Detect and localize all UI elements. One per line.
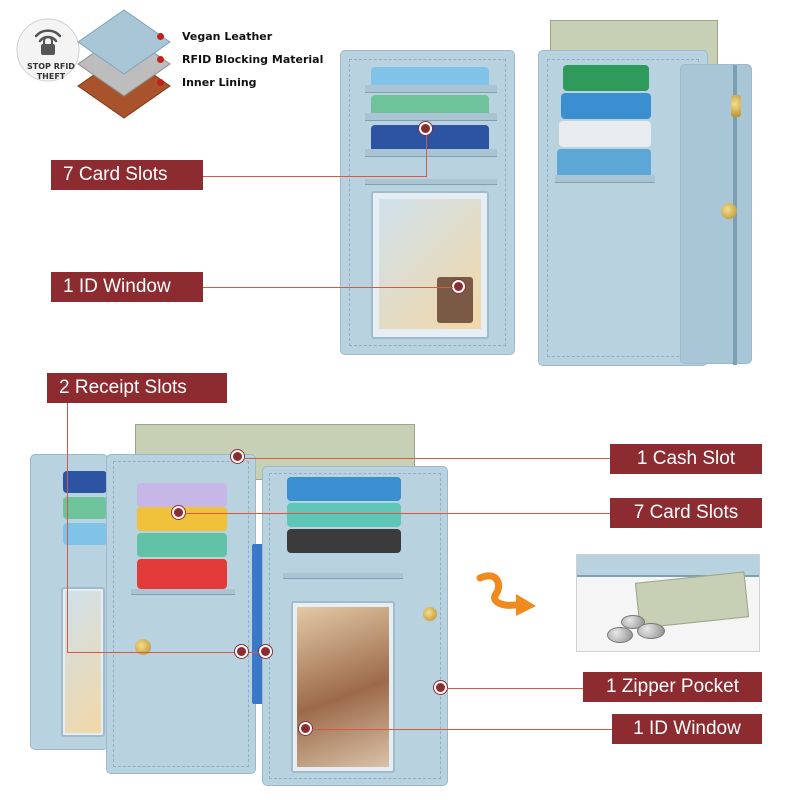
leader-line	[203, 287, 453, 288]
card	[287, 503, 401, 527]
leader-line	[67, 403, 68, 652]
receipt-slot-pin-2	[259, 645, 272, 658]
card	[63, 497, 107, 519]
top-id-window	[371, 191, 489, 339]
arrow-icon	[476, 572, 536, 616]
zipper-pocket-pin	[434, 681, 447, 694]
card-slot	[365, 85, 497, 93]
stitching	[113, 461, 249, 767]
snap-button	[721, 203, 737, 219]
inner-lining-pin	[157, 79, 164, 86]
id-card-image	[65, 591, 101, 733]
card	[371, 95, 489, 117]
card	[137, 483, 227, 507]
inset-zipper	[577, 555, 759, 577]
back-id-window	[61, 587, 105, 737]
leader-line	[447, 688, 583, 689]
rfid-badge-line2: THEFT	[36, 72, 66, 81]
stitching	[349, 59, 506, 346]
leader-line	[185, 513, 610, 514]
bottom-wallet	[30, 424, 460, 794]
receipt-slot-pin-1	[235, 645, 248, 658]
card	[371, 67, 489, 89]
bottom-wallet-back-panel	[30, 454, 108, 750]
leader-line	[312, 729, 612, 730]
receipt-slots-tag: 2 Receipt Slots	[47, 373, 227, 403]
card	[561, 93, 651, 119]
snap-button	[423, 607, 437, 621]
cash-slot-pin	[231, 450, 244, 463]
vegan-leather-pin	[157, 33, 164, 40]
card	[559, 121, 651, 147]
rfid-badge-line1: STOP RFID	[27, 62, 75, 71]
top-wallet-left-panel	[340, 50, 515, 355]
card	[557, 149, 651, 179]
bottom-id-window-tag: 1 ID Window	[612, 714, 762, 744]
rfid-badge-text: STOP RFID THEFT	[16, 62, 86, 82]
bottom-wallet-left-panel	[106, 454, 256, 774]
top-wallet-zipper-side	[680, 64, 752, 365]
rfid-material-label: RFID Blocking Material	[182, 53, 324, 66]
rfid-badge	[16, 18, 80, 82]
zipper-pocket-tag: 1 Zipper Pocket	[583, 672, 762, 702]
receipt-in-slot	[252, 544, 264, 704]
card	[63, 523, 107, 545]
top-id-window-pin	[452, 280, 465, 293]
coin-icon	[607, 627, 633, 643]
bottom-wallet-right-panel	[262, 466, 448, 786]
card-slot	[283, 573, 403, 579]
leader-line	[426, 135, 427, 176]
zipper-pocket-inset	[576, 554, 760, 652]
card	[137, 533, 227, 557]
bottom-card-slots-tag: 7 Card Slots	[610, 498, 762, 528]
snap-button	[135, 639, 151, 655]
top-card-slots-pin	[419, 122, 432, 135]
card	[137, 559, 227, 589]
top-id-window-tag: 1 ID Window	[51, 272, 203, 302]
card-slot	[365, 149, 497, 157]
leader-line	[203, 176, 427, 177]
bottom-card-slots-pin	[172, 506, 185, 519]
vegan-leather-label: Vegan Leather	[182, 30, 273, 43]
card	[563, 65, 649, 91]
bottom-id-window	[291, 601, 395, 773]
vegan-leather-layer	[77, 9, 171, 75]
stitching	[269, 473, 441, 779]
card	[287, 477, 401, 501]
inner-lining-label: Inner Lining	[182, 76, 257, 89]
rfid-material-pin	[157, 56, 164, 63]
card-slot	[131, 589, 235, 595]
coin-icon	[637, 623, 665, 639]
cash-slot-tag: 1 Cash Slot	[610, 444, 762, 474]
top-card-slots-tag: 7 Card Slots	[51, 160, 203, 190]
receipt-slot	[365, 179, 497, 185]
leader-line	[244, 458, 610, 459]
material-layers-illustration	[77, 9, 171, 119]
bottom-id-window-pin	[299, 722, 312, 735]
zipper-pull-icon	[731, 95, 741, 117]
card	[63, 471, 107, 493]
couple-photo	[297, 607, 389, 767]
card	[287, 529, 401, 553]
inset-bills	[634, 571, 750, 629]
top-wallet	[340, 14, 760, 374]
card-slot	[365, 113, 497, 121]
card-slot	[555, 175, 655, 183]
leader-line	[67, 652, 267, 653]
